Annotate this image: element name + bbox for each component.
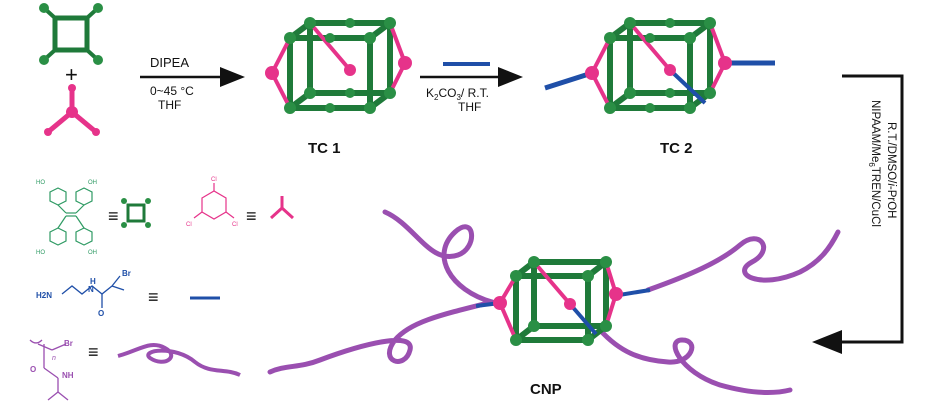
- plus-sign: +: [65, 62, 78, 87]
- cnp-label: CNP: [530, 381, 562, 398]
- cnp-cage: [475, 256, 651, 346]
- step1-solvent: THF: [158, 98, 181, 112]
- legend-triazine-structure: [193, 183, 235, 220]
- legend-h2n: H2N: [36, 291, 52, 300]
- legend-polymer-symbol: [117, 343, 241, 377]
- step1-conditions: 0~45 °C: [150, 84, 194, 98]
- legend-linker-structure: [61, 275, 125, 308]
- tc1-cage: [265, 17, 412, 114]
- legend-br: Br: [122, 269, 131, 278]
- legend-polymer-nh: NH: [62, 371, 74, 380]
- legend-tpe-oh-2: OH: [88, 250, 97, 256]
- legend-polymer-n: n: [52, 355, 56, 362]
- tc2-label: TC 2: [660, 140, 693, 157]
- tc2-cage: [544, 17, 775, 114]
- legend-h: H: [90, 277, 96, 286]
- reaction-arrow-3: [812, 74, 904, 354]
- legend-cl-3: Cl: [232, 222, 238, 228]
- legend-polymer-br: Br: [64, 339, 73, 348]
- legend-tripod-symbol: [269, 196, 295, 220]
- legend-o: O: [98, 309, 104, 318]
- legend-cl-2: Cl: [186, 222, 192, 228]
- legend-polymer-o: O: [30, 365, 36, 374]
- square-building-block: [39, 3, 103, 65]
- legend-equiv-4: ≡: [88, 342, 99, 362]
- legend-tpe-ho-1: HO: [36, 180, 45, 186]
- cnp-polymer-coils: [267, 209, 841, 395]
- step3-line2: R.T./DMSO/i-PrOH: [885, 122, 897, 219]
- legend-n: N: [88, 285, 94, 294]
- tc1-label: TC 1: [308, 140, 341, 157]
- legend-equiv-3: ≡: [148, 287, 159, 307]
- legend-square-symbol: [121, 198, 151, 228]
- legend-equiv-1: ≡: [108, 206, 119, 226]
- step3-line1: NIPAAM/Me6TREN/CuCl: [867, 100, 881, 227]
- step1-reagent: DIPEA: [150, 55, 189, 70]
- legend-cl-1: Cl: [211, 177, 217, 183]
- step2-reagent: K2CO3/ R.T.: [426, 86, 489, 102]
- legend-tpe-oh-1: OH: [88, 180, 97, 186]
- legend-polymer-structure: [29, 339, 69, 401]
- step2-solvent: THF: [458, 100, 481, 114]
- legend-tpe-structure: [49, 187, 93, 246]
- legend-tpe-ho-2: HO: [36, 250, 45, 256]
- legend-equiv-2: ≡: [246, 206, 257, 226]
- tripod-building-block: [44, 84, 100, 136]
